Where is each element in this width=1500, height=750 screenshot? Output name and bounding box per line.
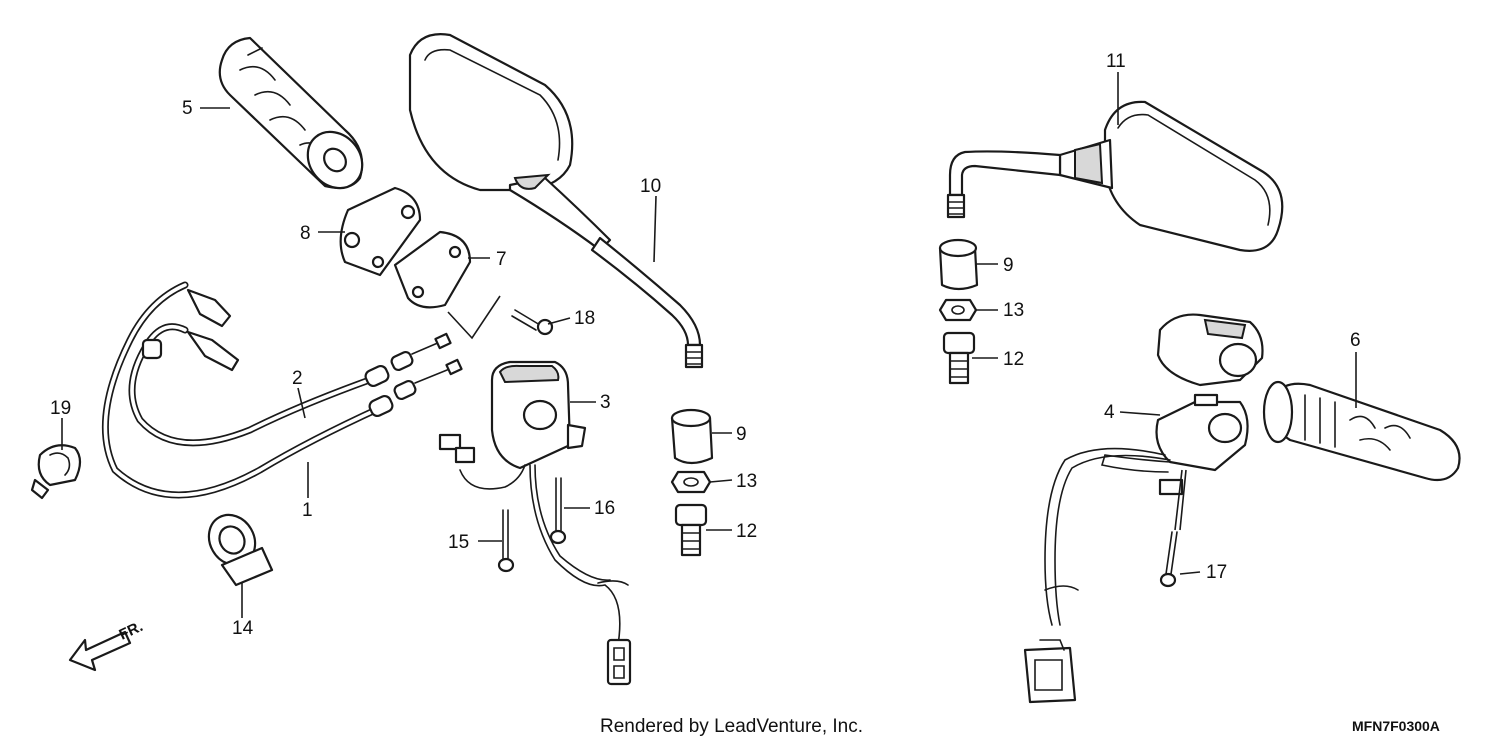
throttle-cable-2[interactable] [128, 323, 452, 447]
callout-10: 10 [640, 176, 661, 197]
fr-label: FR. [117, 618, 146, 644]
adapter-12-left[interactable] [674, 503, 708, 557]
callout-11: 11 [1106, 51, 1126, 72]
callout-13-left: 13 [736, 471, 757, 492]
right-switch-lower[interactable] [1023, 393, 1249, 704]
throttle-cable-1[interactable] [101, 281, 463, 499]
screw-18[interactable] [511, 309, 554, 336]
nut-13-right[interactable] [938, 298, 978, 322]
right-mirror[interactable] [946, 100, 1284, 252]
callout-9-left: 9 [736, 424, 747, 445]
mirror-cap-9-left[interactable] [670, 408, 714, 465]
screw-16[interactable] [549, 477, 567, 545]
callout-18: 18 [574, 308, 595, 329]
cable-clip-19[interactable] [30, 444, 82, 500]
screw-15[interactable] [497, 509, 515, 573]
callout-16: 16 [594, 498, 615, 519]
callout-6: 6 [1350, 330, 1361, 351]
callout-12-left: 12 [736, 521, 757, 542]
diagram-code: MFN7F0300A [1352, 718, 1440, 734]
callout-2: 2 [292, 368, 303, 389]
callout-9-right: 9 [1003, 255, 1014, 276]
adapter-12-right[interactable] [942, 331, 976, 385]
left-grip[interactable] [218, 36, 374, 199]
right-switch-upper[interactable] [1156, 313, 1264, 387]
front-direction-arrow: FR. [68, 618, 146, 672]
callout-7: 7 [496, 249, 507, 270]
callout-13-right: 13 [1003, 300, 1024, 321]
callout-15: 15 [448, 532, 469, 553]
callout-numbers: 5 8 7 18 10 9 13 12 3 2 1 19 14 15 16 11… [50, 51, 1361, 639]
cable-clamp-leader [447, 295, 501, 340]
callout-12-right: 12 [1003, 349, 1024, 370]
left-handlebar-switch[interactable] [438, 360, 632, 686]
leader-lines [61, 72, 1357, 618]
callout-17: 17 [1206, 562, 1227, 583]
callout-19: 19 [50, 398, 71, 419]
screw-17[interactable] [1159, 531, 1178, 588]
render-credit: Rendered by LeadVenture, Inc. [600, 716, 863, 737]
callout-4: 4 [1104, 402, 1115, 423]
callout-3: 3 [600, 392, 611, 413]
cable-clamp-14[interactable] [200, 506, 274, 587]
right-grip[interactable] [1262, 380, 1461, 482]
nut-13-left[interactable] [670, 470, 712, 494]
callout-5: 5 [182, 98, 193, 119]
callout-14: 14 [232, 618, 254, 639]
left-mirror[interactable] [408, 33, 704, 369]
throttle-housing-upper[interactable] [339, 186, 422, 277]
callout-1: 1 [302, 500, 313, 521]
throttle-housing-lower[interactable] [393, 230, 472, 309]
mirror-cap-9-right[interactable] [938, 238, 979, 291]
callout-8: 8 [300, 223, 311, 244]
